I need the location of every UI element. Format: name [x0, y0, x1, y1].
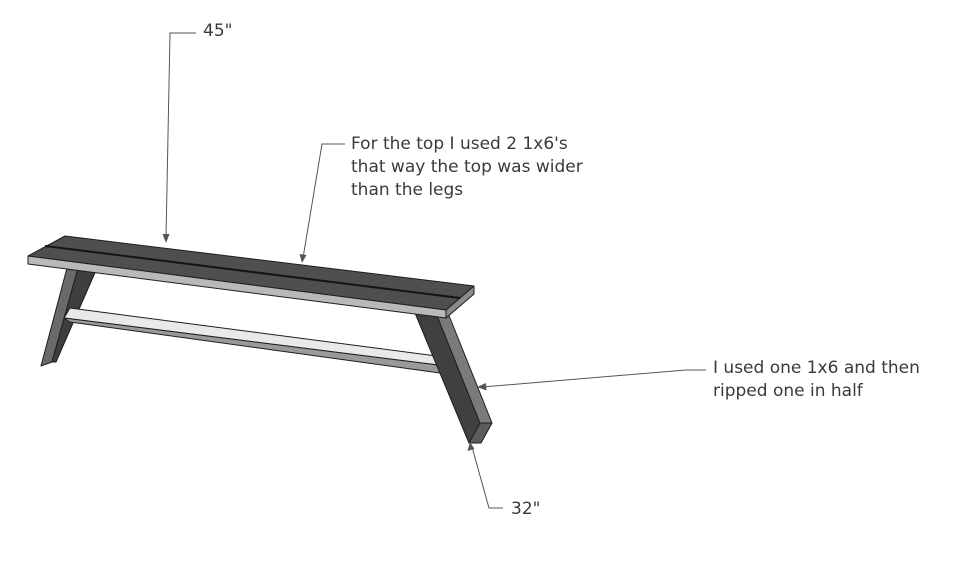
callout-line-legs-note [481, 369, 706, 388]
leg-length-dimension-label: 32" [511, 499, 541, 519]
callout-line-top-note [302, 143, 345, 259]
arrowhead-leg-height [467, 442, 475, 451]
arrowhead-legs-note [477, 383, 487, 391]
callout-lines [165, 32, 706, 509]
top-boards-note-line-2: that way the top was wider [351, 157, 583, 177]
bench-top [27, 235, 475, 319]
callout-arrowheads [162, 234, 487, 451]
callout-line-top-width [165, 32, 196, 239]
callout-line-leg-height [471, 446, 503, 509]
top-boards-note-line-3: than the legs [351, 180, 464, 200]
arrowhead-top-note [299, 254, 307, 263]
bench-illustration [27, 235, 493, 444]
legs-boards-note-line-1: I used one 1x6 and then [713, 358, 920, 378]
legs-boards-note: I used one 1x6 and then ripped one in ha… [713, 357, 920, 403]
top-length-dimension-label: 45" [203, 21, 233, 41]
top-boards-note: For the top I used 2 1x6's that way the … [351, 133, 583, 202]
legs-boards-note-line-2: ripped one in half [713, 381, 863, 401]
top-boards-note-line-1: For the top I used 2 1x6's [351, 134, 568, 154]
arrowhead-top-width [162, 234, 170, 243]
right-leg [414, 312, 493, 444]
stretcher-rail [63, 307, 460, 374]
